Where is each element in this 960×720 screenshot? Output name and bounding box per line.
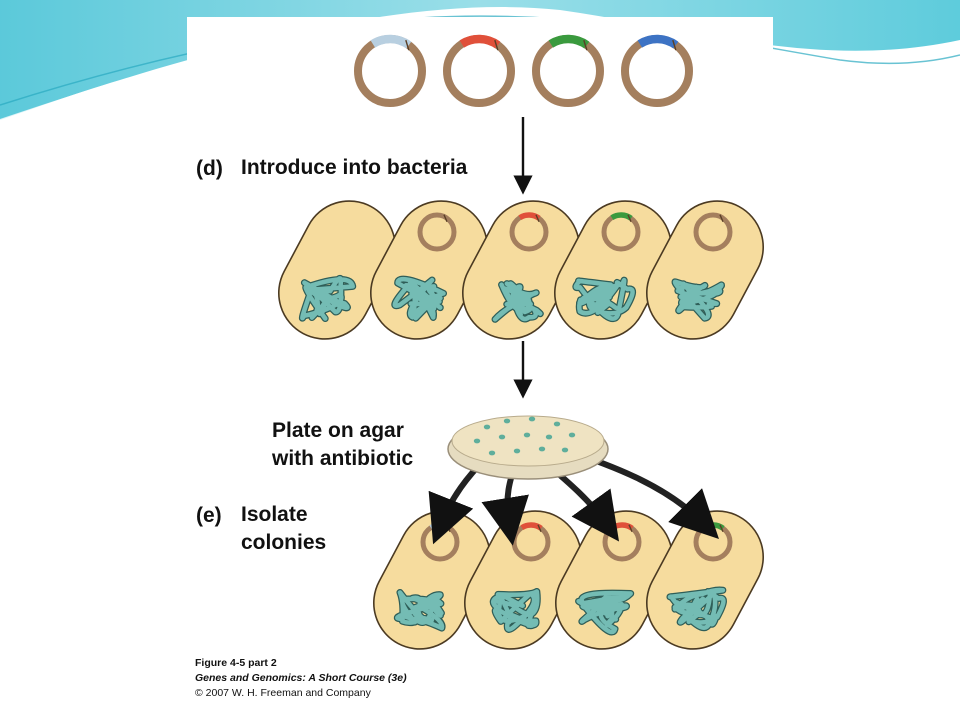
plasmid-insert bbox=[548, 34, 590, 49]
colony bbox=[553, 421, 561, 427]
colony bbox=[523, 432, 531, 438]
plasmid-ring bbox=[354, 35, 426, 107]
colony bbox=[528, 416, 536, 422]
cells-row-d bbox=[277, 200, 765, 340]
cell-plasmid bbox=[509, 212, 549, 252]
chromosome-dna bbox=[489, 587, 541, 633]
colony bbox=[498, 434, 506, 440]
plasmid-junction bbox=[537, 524, 542, 533]
cell-plasmid bbox=[417, 212, 457, 252]
colony bbox=[568, 432, 576, 438]
cells-row-e bbox=[372, 510, 765, 650]
plasmid-green-insert bbox=[532, 34, 604, 107]
plasmid-ring bbox=[621, 35, 693, 107]
plasmid-row bbox=[354, 34, 693, 107]
plasmid-insert bbox=[370, 34, 412, 49]
bacterial-cell bbox=[645, 510, 765, 650]
step-d-letter: (d) bbox=[196, 157, 223, 180]
plasmid-junction bbox=[443, 214, 448, 223]
plasmid-junction bbox=[719, 214, 724, 223]
plasmid-insert bbox=[610, 212, 633, 221]
plasmid-ring bbox=[532, 35, 604, 107]
colony bbox=[473, 438, 481, 444]
chromosome-dna bbox=[575, 589, 635, 636]
plate-label-line1: Plate on agar bbox=[272, 419, 404, 442]
bacterial-cell bbox=[645, 200, 765, 340]
plasmid-junction bbox=[628, 524, 633, 533]
colony bbox=[538, 446, 546, 452]
cell-d-5 bbox=[645, 200, 765, 340]
plasmid-junction bbox=[627, 214, 632, 223]
plasmid-junction bbox=[494, 39, 499, 51]
colony bbox=[483, 424, 491, 430]
plasmid-ring bbox=[417, 212, 457, 252]
plasmid-light-blue-insert bbox=[354, 34, 426, 107]
plasmid-insert bbox=[637, 34, 679, 49]
colony bbox=[561, 447, 569, 453]
plasmid-red-insert bbox=[443, 34, 515, 107]
plasmid-ring bbox=[693, 212, 733, 252]
plasmid-ring bbox=[443, 35, 515, 107]
plasmid-junction bbox=[719, 524, 724, 533]
chromosome-dna bbox=[298, 274, 357, 323]
step-e-letter: (e) bbox=[196, 504, 222, 527]
step-e-line2: colonies bbox=[241, 531, 327, 554]
chromosome-dna bbox=[491, 280, 544, 323]
cell-d-3 bbox=[461, 200, 581, 340]
caption-copyright: © 2007 W. H. Freeman and Company bbox=[195, 687, 371, 699]
plasmid-junction bbox=[672, 39, 677, 51]
chromosome-dna bbox=[671, 278, 725, 322]
caption-figure: Figure 4-5 part 2 bbox=[195, 657, 277, 669]
chromosome-dna bbox=[394, 588, 446, 632]
plasmid-insert bbox=[518, 212, 541, 221]
plasmid-blue-insert bbox=[621, 34, 693, 107]
chromosome-dna bbox=[391, 275, 448, 322]
plasmid-insert bbox=[459, 34, 501, 49]
cell-plasmid bbox=[693, 212, 733, 252]
plasmid-junction bbox=[405, 39, 410, 51]
colony bbox=[545, 434, 553, 440]
figure-panel: (d) Introduce into bacteria Plate on aga… bbox=[187, 17, 773, 705]
step-e-line1: Isolate bbox=[241, 503, 308, 526]
chromosome-dna bbox=[666, 586, 727, 632]
colony bbox=[513, 448, 521, 454]
plasmid-junction bbox=[583, 39, 588, 51]
chromosome-dna bbox=[572, 276, 637, 323]
colony bbox=[488, 450, 496, 456]
colony bbox=[503, 418, 511, 424]
figure-diagram bbox=[277, 34, 765, 650]
cell-d-1 bbox=[277, 200, 397, 340]
cell-plasmid bbox=[601, 212, 641, 252]
plate-label-line2: with antibiotic bbox=[272, 447, 414, 470]
agar-plate bbox=[447, 415, 609, 480]
caption-book: Genes and Genomics: A Short Course (3e) bbox=[195, 672, 407, 684]
step-d-label: Introduce into bacteria bbox=[241, 156, 468, 179]
plasmid-junction bbox=[535, 214, 540, 223]
